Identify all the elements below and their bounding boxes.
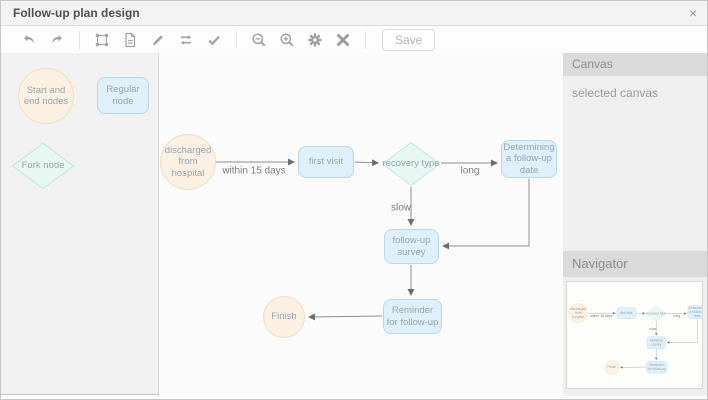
navigator-minimap[interactable]: within 15 days long slow discharged from ho… xyxy=(566,281,703,389)
zoom-in-icon[interactable] xyxy=(279,32,295,48)
flow-node-follow-up-survey: follow-up survey xyxy=(646,336,666,349)
palette-start-end-label: Start and end nodes xyxy=(23,84,69,107)
inspector-panel: Canvas selected canvas Navigator within … xyxy=(563,53,707,396)
palette-start-end-node[interactable]: Start and end nodes xyxy=(18,68,74,124)
palette-fork-label: Fork node xyxy=(21,160,65,172)
palette-regular-node[interactable]: Regular node xyxy=(97,77,149,114)
toolbar-separator xyxy=(365,31,366,49)
edge-label-recovery-to-survey: slow xyxy=(649,327,657,332)
flow-node-finish: Finish xyxy=(604,360,620,375)
edge-label-recovery-to-survey: slow xyxy=(390,202,412,214)
palette-fork-node[interactable]: Fork node xyxy=(12,143,74,189)
flow-edge-first-visit-to-recovery[interactable] xyxy=(354,159,379,167)
delete-x-icon[interactable] xyxy=(335,32,351,48)
edge-label-recovery-to-determine: long xyxy=(460,165,480,177)
flow-edge-determine-to-survey xyxy=(667,319,698,344)
diamond-shape xyxy=(12,143,74,189)
document-icon[interactable] xyxy=(122,32,138,48)
flowchart: within 15 days long slow discharged from ho… xyxy=(159,53,563,399)
swap-arrows-icon[interactable] xyxy=(178,32,194,48)
toolbar: Save xyxy=(1,27,707,53)
flow-node-finish[interactable]: Finish xyxy=(263,296,305,338)
titlebar: Follow-up plan design × xyxy=(1,1,707,26)
redo-icon[interactable] xyxy=(49,32,65,48)
edge-label-discharged-to-first-visit: within 15 days xyxy=(222,165,286,177)
flow-node-reminder: Reminder for follow-up xyxy=(646,361,668,374)
flow-edge-determine-to-survey[interactable] xyxy=(442,179,530,250)
edge-label-recovery-to-determine: long xyxy=(673,314,681,319)
confirm-check-icon[interactable] xyxy=(206,32,222,48)
flow-node-reminder[interactable]: Reminder for follow-up xyxy=(383,299,442,334)
dialog-title: Follow-up plan design xyxy=(13,6,140,20)
flow-node-recovery-type[interactable]: recovery type xyxy=(382,142,440,186)
edit-pencil-icon[interactable] xyxy=(150,32,166,48)
canvas-status-text: selected canvas xyxy=(572,86,659,100)
canvas-section-header: Canvas xyxy=(563,53,707,76)
toolbar-separator xyxy=(236,31,237,49)
flow-node-discharged: discharged from hospital xyxy=(568,303,588,323)
flow-node-determine-date[interactable]: Determining a follow-up date xyxy=(501,140,557,178)
settings-gear-icon[interactable] xyxy=(307,32,323,48)
navigator-section-header: Navigator xyxy=(563,251,707,277)
flow-edge-reminder-to-finish[interactable] xyxy=(308,313,383,321)
minimap-flow: within 15 days long slow discharged from ho… xyxy=(568,282,702,388)
undo-icon[interactable] xyxy=(21,32,37,48)
flow-node-determine-date: Determining a follow-up date xyxy=(687,305,702,319)
flow-node-first-visit: first visit xyxy=(616,307,637,319)
close-icon[interactable]: × xyxy=(688,5,697,21)
flow-node-discharged[interactable]: discharged from hospital xyxy=(160,134,216,190)
zoom-out-icon[interactable] xyxy=(251,32,267,48)
flow-node-follow-up-survey[interactable]: follow-up survey xyxy=(384,229,439,264)
flow-node-first-visit[interactable]: first visit xyxy=(298,146,354,178)
toolbar-separator xyxy=(79,31,80,49)
edge-label-discharged-to-first-visit: within 15 days xyxy=(590,314,613,319)
canvas[interactable]: within 15 days long slow discharged from ho… xyxy=(159,53,563,399)
canvas-section-body: selected canvas xyxy=(563,76,707,251)
save-button[interactable]: Save xyxy=(382,29,436,51)
node-palette: Start and end nodes Regular node Fork no… xyxy=(1,53,159,395)
select-group-icon[interactable] xyxy=(94,32,110,48)
flow-node-recovery-type: recovery type xyxy=(646,306,667,322)
palette-regular-label: Regular node xyxy=(106,84,140,107)
